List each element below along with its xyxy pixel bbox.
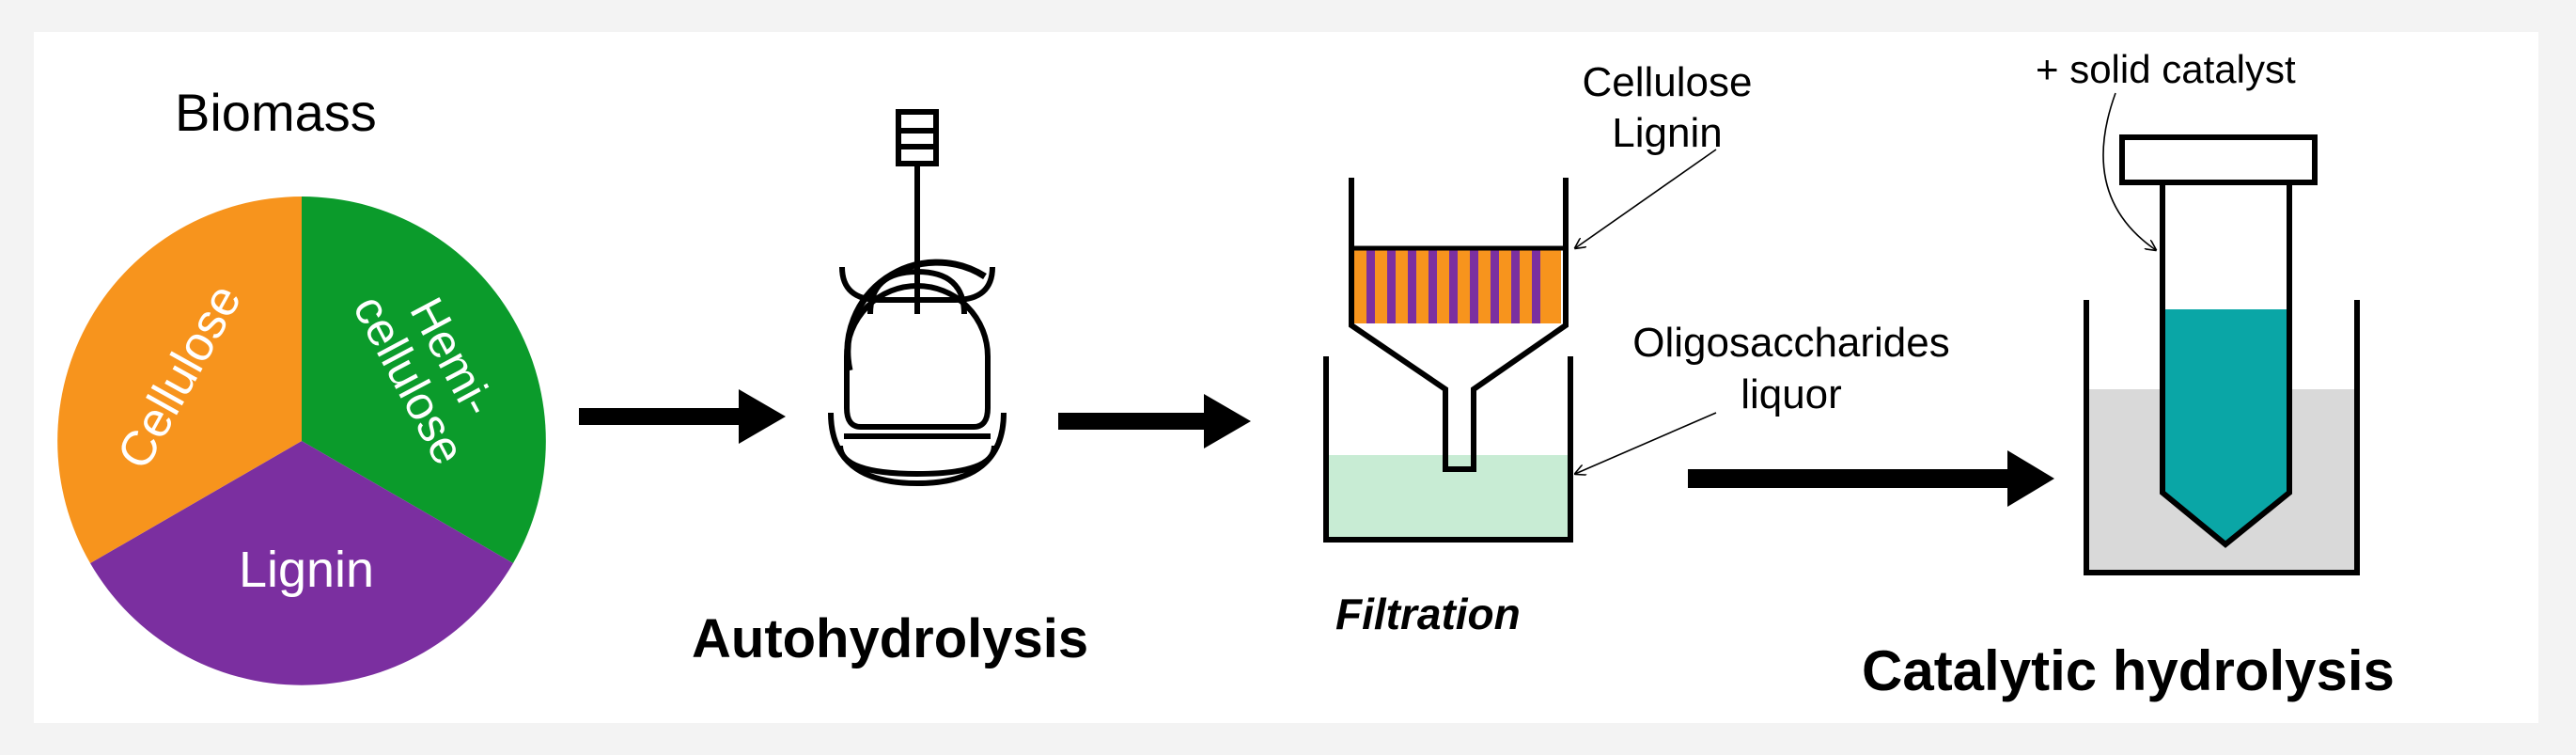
process-diagram: Biomass Cellulose Hemi- cellulose Lignin…	[57, 47, 2395, 702]
label-lignin: Lignin	[1612, 110, 1722, 156]
diagram-canvas: Biomass Cellulose Hemi- cellulose Lignin…	[34, 32, 2538, 723]
arrow-1	[579, 389, 786, 444]
pie-slice-lignin	[90, 441, 513, 685]
label-liquor: liquor	[1741, 371, 1842, 417]
label-solid-catalyst: + solid catalyst	[2036, 47, 2296, 91]
pointer-filter-cake	[1575, 149, 1717, 248]
tube-liquid	[2162, 309, 2289, 544]
step-autohydrolysis: Autohydrolysis	[692, 608, 1088, 669]
label-cellulose: Cellulose	[1583, 59, 1753, 105]
biomass-title: Biomass	[175, 83, 377, 142]
reactor-icon	[828, 109, 1007, 487]
filter-cake	[1354, 248, 1561, 323]
arrow-3	[1688, 450, 2054, 507]
step-filtration: Filtration	[1335, 590, 1521, 638]
catalytic-setup	[2084, 134, 2360, 575]
pointer-liquor	[1575, 412, 1717, 474]
step-catalytic-hydrolysis: Catalytic hydrolysis	[1862, 639, 2395, 702]
arrow-2	[1058, 394, 1251, 448]
filtration-setup	[1323, 178, 1573, 543]
pie-slice-hemicellulose	[302, 197, 546, 563]
pie-slice-cellulose	[57, 197, 303, 563]
pie-label-lignin: Lignin	[239, 542, 374, 598]
pointer-tube	[2102, 92, 2156, 250]
biomass-pie: Cellulose Hemi- cellulose Lignin	[57, 197, 546, 685]
label-oligosaccharides: Oligosaccharides	[1632, 320, 1950, 366]
